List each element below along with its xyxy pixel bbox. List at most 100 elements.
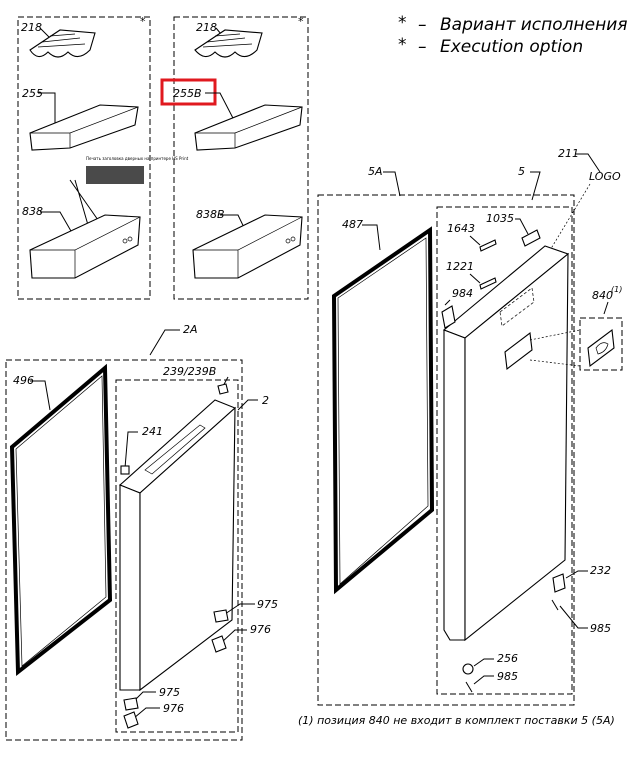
highlight-255b bbox=[160, 78, 217, 106]
label-239: 239/239B bbox=[163, 365, 216, 378]
leader-5a bbox=[383, 171, 401, 197]
door-5-display-panel bbox=[504, 331, 533, 371]
door-5-front bbox=[443, 329, 466, 641]
leader-985-a bbox=[559, 605, 588, 629]
label-218-b: 218 bbox=[196, 21, 217, 34]
label-840: 840 bbox=[592, 289, 613, 302]
star-mark-a: * bbox=[140, 15, 146, 28]
shelf-set-box-b: * 218 255B 838B bbox=[160, 15, 309, 300]
door-5-subframe bbox=[436, 206, 573, 695]
note-dash-2: – bbox=[418, 37, 427, 57]
door-5-side bbox=[464, 252, 569, 642]
gasket-496-inner bbox=[15, 375, 107, 667]
part-840-detail bbox=[595, 342, 609, 355]
leader-255b bbox=[205, 92, 236, 123]
part-976-a bbox=[211, 635, 227, 653]
note-variant-en: Execution option bbox=[440, 37, 583, 57]
leader-976-a bbox=[221, 629, 247, 643]
part-1221 bbox=[479, 277, 497, 290]
egg-tray-218-a-detail bbox=[37, 33, 86, 48]
egg-tray-218-a bbox=[29, 29, 96, 58]
bottle-shelf-255b-detail bbox=[195, 106, 303, 148]
label-838b: 838B bbox=[196, 208, 225, 221]
hinge-239 bbox=[217, 383, 229, 395]
label-1643: 1643 bbox=[447, 222, 475, 235]
label-985-b: 985 bbox=[497, 670, 518, 683]
shelf-set-a-frame bbox=[17, 16, 151, 300]
label-838: 838 bbox=[22, 205, 43, 218]
variant-note: * – Вариант исполнения * – Execution opt… bbox=[398, 13, 628, 57]
label-975-a: 975 bbox=[257, 598, 278, 611]
door-2-side bbox=[139, 406, 236, 692]
door-shelf-838 bbox=[29, 214, 141, 279]
note-star-2: * bbox=[398, 35, 407, 55]
gasket-487-inner bbox=[337, 237, 429, 585]
door-2-handle-slot bbox=[144, 424, 206, 475]
part-985-b bbox=[465, 681, 473, 693]
door-assembly-2a: 2A 496 239/239B 2 241 975 976 975 bbox=[5, 323, 278, 741]
label-211: 211 bbox=[558, 147, 579, 160]
part-241 bbox=[120, 465, 130, 475]
label-255: 255 bbox=[22, 87, 43, 100]
shelf-set-box-a: * 218 255 Печать заголовка дверных на пр… bbox=[17, 15, 189, 300]
label-5a: 5A bbox=[368, 165, 383, 178]
egg-tray-218-b bbox=[194, 29, 263, 58]
part-232 bbox=[552, 573, 566, 593]
leader-984 bbox=[444, 299, 451, 306]
label-255b: 255B bbox=[173, 87, 202, 100]
label-1221: 1221 bbox=[446, 260, 474, 273]
door-5-logo-area bbox=[499, 287, 535, 327]
label-1035: 1035 bbox=[486, 212, 514, 225]
leader-2a bbox=[149, 329, 180, 356]
leader-1035 bbox=[515, 218, 529, 235]
label-496: 496 bbox=[13, 374, 34, 387]
leader-976-b bbox=[133, 707, 160, 719]
shelf-set-b-frame bbox=[173, 16, 309, 300]
label-2a: 2A bbox=[183, 323, 198, 336]
leader-256 bbox=[473, 658, 494, 667]
note-variant-ru: Вариант исполнения bbox=[440, 15, 628, 35]
label-487: 487 bbox=[342, 218, 363, 231]
shelf-838b-dot-1 bbox=[285, 238, 291, 244]
label-256: 256 bbox=[497, 652, 518, 665]
door-2-front bbox=[119, 484, 141, 691]
leader-985-b bbox=[473, 675, 494, 685]
leader-1643 bbox=[469, 235, 481, 246]
inset-caption: Печать заголовка дверных на принтере HS … bbox=[86, 156, 189, 161]
label-241: 241 bbox=[142, 425, 163, 438]
leader-496 bbox=[30, 380, 51, 411]
label-840-superscript: (1) bbox=[611, 285, 622, 294]
part-976-b bbox=[123, 711, 139, 729]
bottle-shelf-255-detail bbox=[30, 106, 139, 148]
leader-255 bbox=[38, 92, 56, 125]
label-218-a: 218 bbox=[21, 21, 42, 34]
footnote: (1) позиция 840 не входит в комплект пос… bbox=[298, 714, 615, 727]
leader-975-a bbox=[224, 603, 255, 615]
door-2a-frame bbox=[5, 359, 243, 741]
part-985-a bbox=[551, 599, 559, 611]
label-984: 984 bbox=[452, 287, 473, 300]
leader-232 bbox=[565, 570, 588, 579]
shelf-838-dot-2 bbox=[127, 236, 133, 242]
leader-1221 bbox=[469, 273, 481, 284]
gasket-496 bbox=[9, 363, 113, 677]
door-2-subframe bbox=[115, 379, 239, 733]
gasket-487 bbox=[331, 226, 435, 595]
shelf-838b-dot-2 bbox=[290, 236, 296, 242]
part-975-a bbox=[213, 609, 229, 623]
inset-print-image bbox=[86, 166, 144, 184]
part-975-b bbox=[123, 697, 139, 711]
part-1035 bbox=[521, 229, 541, 247]
leader-840 bbox=[603, 301, 609, 315]
door-shelf-838-detail bbox=[30, 216, 141, 278]
label-976-b: 976 bbox=[163, 702, 184, 715]
leader-241 bbox=[124, 431, 138, 469]
part-256 bbox=[462, 663, 474, 675]
part-840-frame bbox=[579, 317, 623, 371]
label-2: 2 bbox=[262, 394, 269, 407]
star-mark-b: * bbox=[298, 15, 304, 28]
leader-838 bbox=[40, 211, 76, 239]
egg-tray-218-b-detail bbox=[202, 33, 253, 48]
